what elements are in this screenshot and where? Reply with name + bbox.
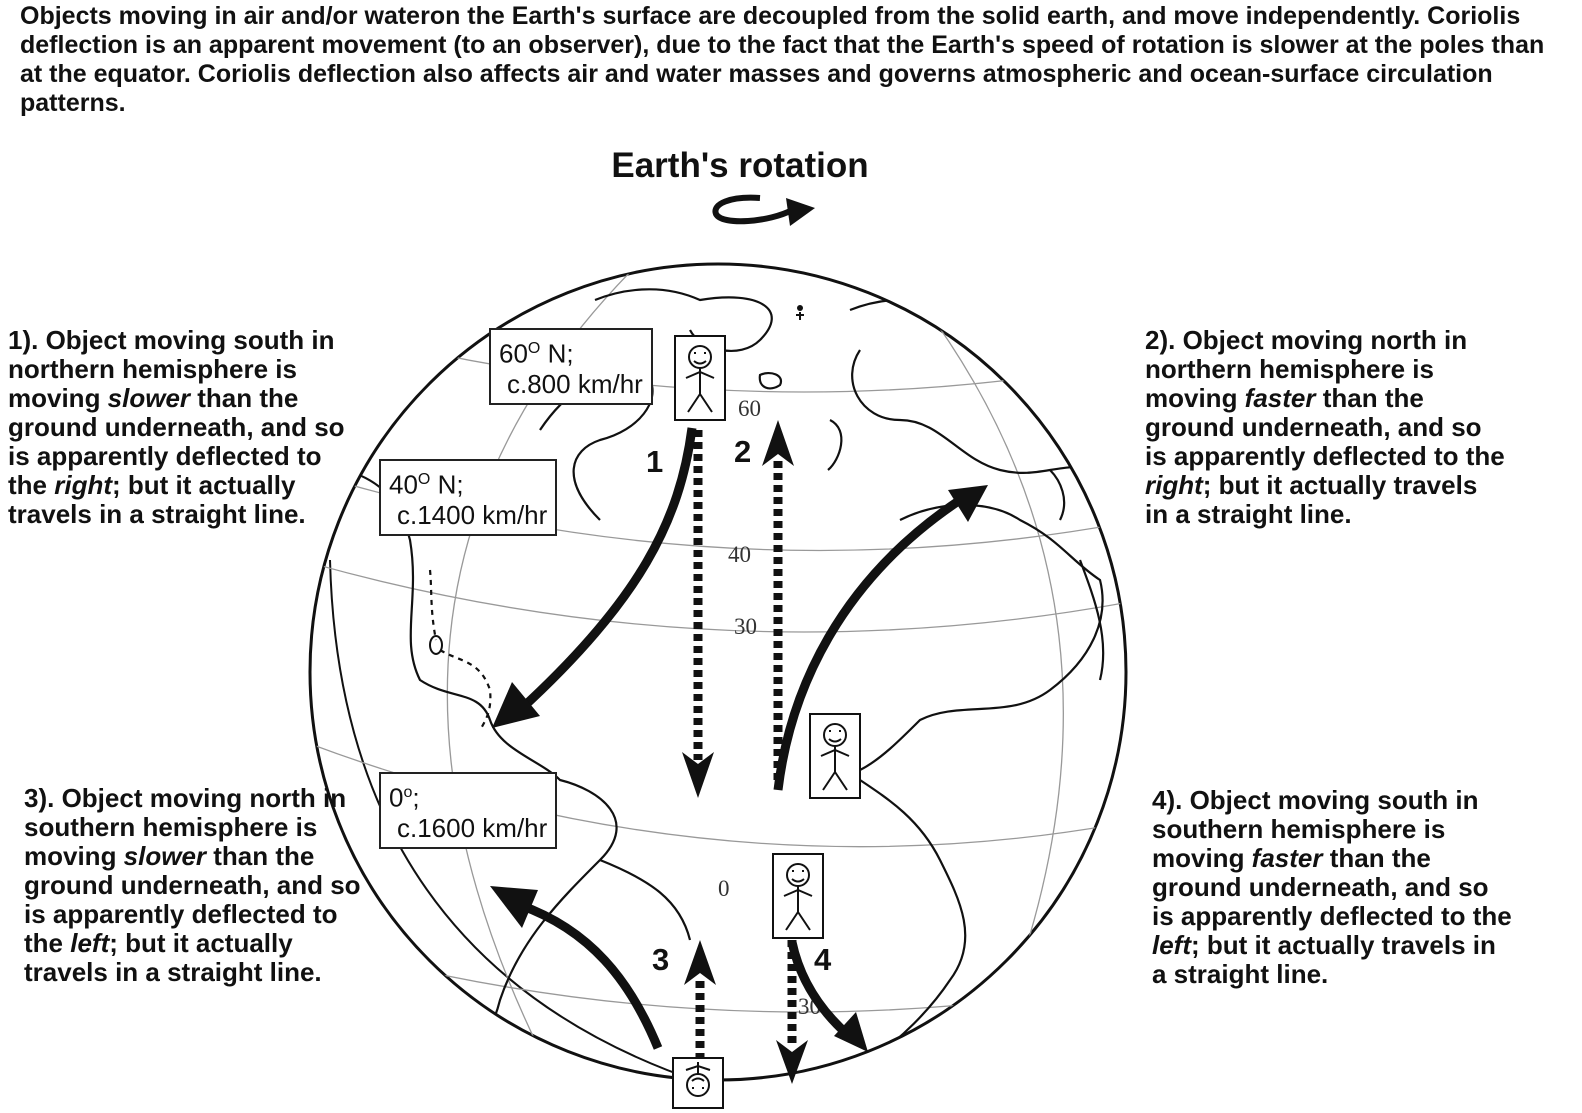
latitude-label-0: 0 — [718, 876, 730, 901]
note-3-mid: than the ground underneath, and so is ap… — [24, 841, 361, 958]
latitude-label-30: 30 — [734, 614, 757, 639]
small-figure-icon — [796, 305, 804, 320]
note-4-dir: left — [1152, 930, 1191, 960]
arrowhead-3 — [684, 940, 716, 985]
latitude-label-60: 60 — [738, 396, 761, 421]
latitude-label-40: 40 — [728, 542, 751, 567]
note-2-mid: than the ground underneath, and so is ap… — [1145, 383, 1505, 471]
note-3-em: slower — [123, 841, 207, 871]
note-3-post: ; but it actually travels in a straight … — [24, 928, 322, 987]
note-3: 3). Object moving north in southern hemi… — [24, 784, 364, 987]
arrow-number-3: 3 — [652, 942, 669, 977]
lat-box-40n-lat: 40 — [389, 469, 418, 500]
lat-box-equator-lat: 0 — [389, 782, 404, 813]
deflected-path-2 — [773, 496, 963, 791]
note-1-mid: than the ground underneath, and so is ap… — [8, 383, 345, 500]
note-3-pre: 3). Object moving north in southern hemi… — [24, 783, 347, 871]
deflected-head-4 — [834, 1012, 868, 1052]
lat-box-60n-deg: O — [527, 340, 541, 357]
lat-box-60n: 60O N; c.800 km/hr — [489, 328, 653, 405]
lat-box-60n-lat: 60 — [499, 338, 528, 369]
straight-arrowheads — [682, 420, 808, 1084]
note-4-em: faster — [1251, 843, 1323, 873]
deflected-path-3 — [518, 900, 663, 1050]
note-2-post: ; but it actually travels in a straight … — [1145, 470, 1478, 529]
deflected-path-4 — [787, 941, 851, 1039]
rotation-title: Earth's rotation — [611, 146, 869, 185]
lat-box-40n-speed: c.1400 km/hr — [397, 499, 548, 530]
lat-box-40n: 40O N; c.1400 km/hr — [379, 459, 558, 536]
note-3-dir: left — [70, 928, 110, 958]
note-1-em: slower — [107, 383, 191, 413]
globe-rim — [329, 559, 701, 1083]
arrow-number-1: 1 — [646, 444, 663, 479]
intro-text: Objects moving in air and/or wateron the… — [20, 2, 1545, 117]
deflected-head-2 — [948, 485, 988, 522]
lat-box-40n-deg: O — [417, 471, 431, 488]
note-1-dir: right — [54, 470, 112, 500]
note-2-dir: right — [1145, 470, 1203, 500]
lat-box-equator-speed: c.1600 km/hr — [397, 812, 548, 843]
observer-figure-3 — [672, 1057, 724, 1109]
note-1: 1). Object moving south in northern hemi… — [8, 326, 348, 529]
arrowhead-2 — [762, 420, 794, 466]
deflected-head-1 — [492, 682, 540, 728]
note-2-pre: 2). Object moving north in northern hemi… — [1145, 325, 1468, 413]
note-4-mid: than the ground underneath, and so is ap… — [1152, 843, 1512, 931]
rotation-arrow-icon — [712, 194, 815, 226]
lat-box-equator-deg: o — [403, 784, 413, 801]
deflected-arrowheads — [490, 485, 988, 1052]
lat-box-60n-speed: c.800 km/hr — [507, 368, 643, 399]
note-1-post: ; but it actually travels in a straight … — [8, 470, 306, 529]
deflected-path-1 — [516, 427, 697, 714]
dotted-coast — [428, 569, 492, 731]
note-4-pre: 4). Object moving south in southern hemi… — [1152, 785, 1479, 873]
deflected-head-3 — [490, 886, 538, 928]
note-1-pre: 1). Object moving south in northern hemi… — [8, 325, 335, 413]
note-4-post: ; but it actually travels in a straight … — [1152, 930, 1496, 989]
arrowhead-1 — [682, 752, 714, 798]
arrow-number-2: 2 — [734, 434, 751, 469]
island — [429, 635, 443, 655]
observer-figure-4 — [772, 853, 824, 939]
lat-box-equator: 0o; c.1600 km/hr — [379, 772, 558, 849]
arrow-number-4: 4 — [814, 942, 832, 977]
deflected-paths — [516, 427, 963, 1050]
note-4: 4). Object moving south in southern hemi… — [1152, 786, 1512, 989]
arrowhead-4 — [776, 1040, 808, 1084]
observer-figure-1 — [674, 335, 726, 421]
lat-box-equator-suffix: ; — [412, 782, 420, 813]
lat-box-40n-suffix: N; — [430, 469, 464, 500]
note-2: 2). Object moving north in northern hemi… — [1145, 326, 1505, 529]
lat-box-60n-suffix: N; — [540, 338, 574, 369]
observer-figure-2 — [809, 713, 861, 799]
note-2-em: faster — [1244, 383, 1316, 413]
